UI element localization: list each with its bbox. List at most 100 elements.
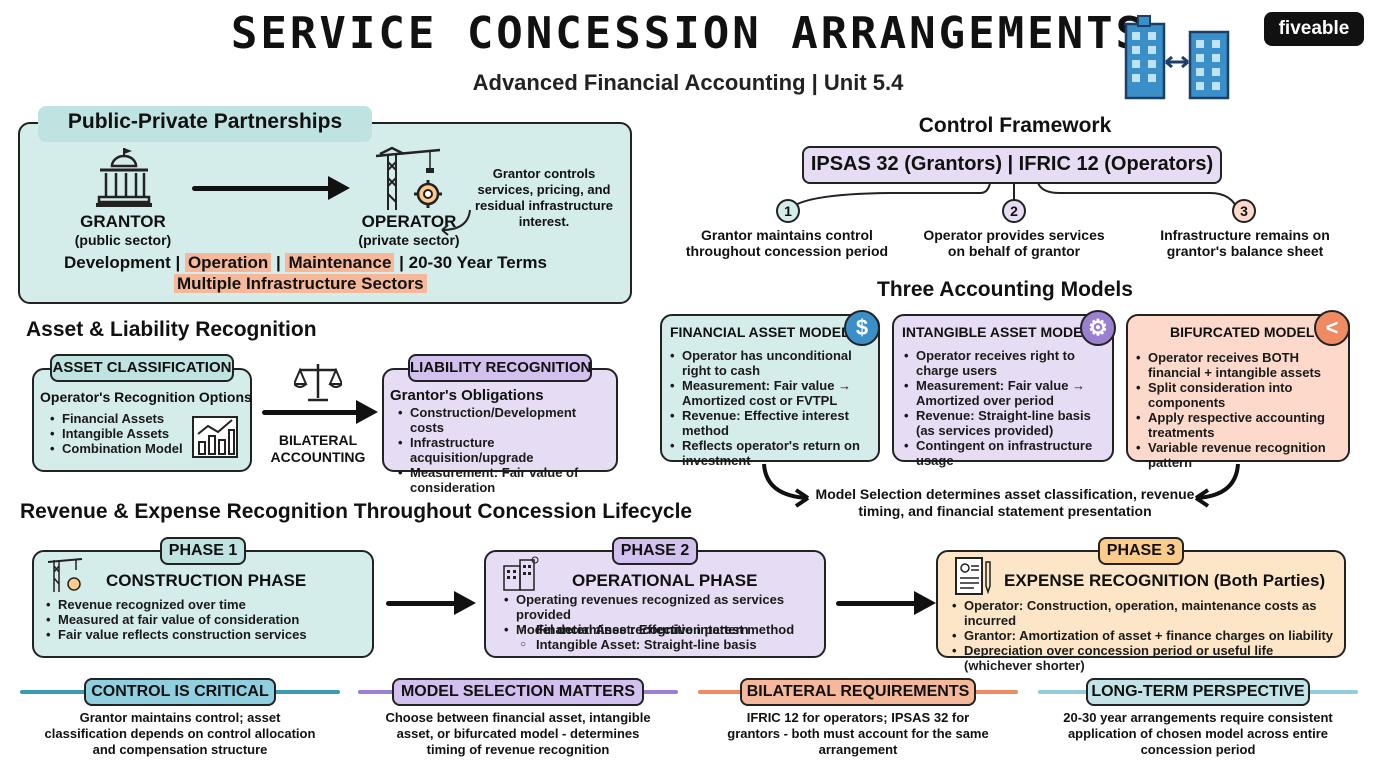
ppp-sectors: Multiple Infrastructure Sectors (174, 274, 427, 294)
phase-2-to-3-arrow-head (914, 591, 936, 615)
takeaway-3-text: IFRIC 12 for operators; IPSAS 32 for gra… (727, 710, 989, 757)
takeaway-4-text: 20-30 year arrangements require consiste… (1063, 710, 1333, 757)
list-item: Fair value reflects construction service… (44, 627, 364, 642)
buildings-icon (1122, 14, 1234, 102)
ppp-arrow-head (328, 176, 350, 200)
list-item: Reflects operator's return on investment (668, 438, 874, 468)
intangible-model-title: INTANGIBLE ASSET MODEL (902, 324, 1091, 340)
control-point-2-text: Operator provides services on behalf of … (923, 227, 1105, 259)
intangible-model-list: Operator receives right to charge users … (902, 348, 1108, 468)
asset-liability-heading: Asset & Liability Recognition (26, 318, 317, 341)
list-item: Operating revenues recognized as service… (502, 592, 822, 622)
page-subtitle: Advanced Financial Accounting | Unit 5.4 (472, 70, 904, 95)
control-point-3-number: 3 (1232, 199, 1256, 223)
control-heading: Control Framework (918, 114, 1112, 137)
financial-model-list: Operator has unconditional right to cash… (668, 348, 874, 468)
financial-model-title: FINANCIAL ASSET MODEL (670, 324, 850, 340)
model-selection-arrows (750, 462, 1250, 512)
bilateral-arrow (262, 410, 366, 415)
split-icon: < (1314, 310, 1350, 346)
grantor-sub: (public sector) (74, 232, 172, 248)
phase-1-to-2-arrow-head (454, 591, 476, 615)
list-item: Intangible Asset: Straight-line basis (518, 637, 818, 652)
liability-items-list: Construction/Development costs Infrastru… (396, 405, 612, 495)
phase-1-to-2-arrow (386, 601, 460, 606)
list-item: Combination Model (48, 441, 188, 456)
operator-sub: (private sector) (358, 232, 460, 248)
asset-classification-title: Operator's Recognition Options (40, 389, 252, 405)
phase-2-sub-list: Financial Asset: Effective interest meth… (518, 622, 818, 652)
list-item: Operator: Construction, operation, maint… (950, 598, 1344, 628)
ppp-control-note: Grantor controls services, pricing, and … (475, 166, 613, 229)
list-item: Contingent on infrastructure usage (902, 438, 1108, 468)
list-item: Variable revenue recognition pattern (1134, 440, 1344, 470)
phase-1-tag: PHASE 1 (160, 537, 246, 565)
takeaway-3-tag: BILATERAL REQUIREMENTS (740, 678, 976, 706)
list-item: Financial Asset: Effective interest meth… (518, 622, 818, 637)
liability-recognition-tag: LIABILITY RECOGNITION (408, 354, 592, 382)
control-point-1-number: 1 (776, 199, 800, 223)
list-item: Intangible Assets (48, 426, 188, 441)
chart-growth-icon (192, 416, 238, 458)
control-branch-lines (780, 182, 1250, 213)
bifurcated-model-title: BIFURCATED MODEL (1170, 324, 1315, 340)
bilateral-arrow-head (356, 400, 378, 424)
list-item: Grantor: Amortization of asset + finance… (950, 628, 1344, 643)
phase-2-title: OPERATIONAL PHASE (572, 571, 758, 590)
list-item: Measured at fair value of consideration (44, 612, 364, 627)
phase-1-title: CONSTRUCTION PHASE (106, 571, 307, 590)
list-item: Construction/Development costs (396, 405, 612, 435)
crane-gear-icon (374, 146, 444, 212)
dollar-icon: $ (844, 310, 880, 346)
liability-title: Grantor's Obligations (390, 387, 544, 404)
asset-options-list: Financial Assets Intangible Assets Combi… (48, 411, 188, 456)
term-duration: 20-30 Year Terms (408, 253, 547, 272)
list-item: Revenue: Effective interest method (668, 408, 874, 438)
ppp-arrow (192, 186, 332, 191)
phase-2-tag: PHASE 2 (612, 537, 698, 565)
crane-icon (46, 556, 84, 594)
office-building-icon (502, 556, 540, 592)
list-item: Operator has unconditional right to cash (668, 348, 874, 378)
ppp-heading: Public-Private Partnerships (38, 106, 372, 142)
scales-icon (292, 362, 344, 402)
brand-name: fiveable (1278, 18, 1350, 39)
term-development: Development (64, 253, 171, 272)
asset-classification-tag: ASSET CLASSIFICATION (50, 354, 234, 382)
control-point-2-number: 2 (1002, 199, 1026, 223)
takeaway-2-text: Choose between financial asset, intangib… (385, 710, 651, 757)
list-item: Revenue recognized over time (44, 597, 364, 612)
phase-2-to-3-arrow (836, 601, 920, 606)
grantor-label: GRANTOR (80, 212, 166, 231)
government-building-icon (96, 146, 152, 208)
ppp-panel (18, 122, 632, 304)
brand-logo[interactable]: fiveable (1264, 12, 1364, 46)
term-operation: Operation (184, 253, 272, 272)
takeaway-1-tag: CONTROL IS CRITICAL (84, 678, 276, 706)
list-item: Measurement: Fair value → Amortized cost… (668, 378, 874, 408)
phase-3-list: Operator: Construction, operation, maint… (950, 598, 1344, 673)
takeaway-2-tag: MODEL SELECTION MATTERS (392, 678, 644, 706)
note-curved-arrow (434, 208, 474, 238)
list-item: Operator receives BOTH financial + intan… (1134, 350, 1344, 380)
bilateral-label: BILATERAL ACCOUNTING (270, 432, 366, 465)
list-item: Measurement: Fair value → Amortized over… (902, 378, 1108, 408)
list-item: Depreciation over concession period or u… (950, 643, 1344, 673)
lifecycle-heading: Revenue & Expense Recognition Throughout… (20, 500, 693, 523)
list-item: Infrastructure acquisition/upgrade (396, 435, 612, 465)
phase-3-title: EXPENSE RECOGNITION (Both Parties) (1004, 571, 1326, 590)
bifurcated-model-list: Operator receives BOTH financial + intan… (1134, 350, 1344, 470)
control-point-3-text: Infrastructure remains on grantor's bala… (1160, 227, 1330, 259)
term-maintenance: Maintenance (285, 253, 395, 272)
phase-3-tag: PHASE 3 (1098, 537, 1184, 565)
model-selection-note: Model Selection determines asset classif… (815, 486, 1195, 519)
list-item: Apply respective accounting treatments (1134, 410, 1344, 440)
takeaway-4-tag: LONG-TERM PERSPECTIVE (1086, 678, 1310, 706)
page-title: SERVICE CONCESSION ARRANGEMENTS (230, 8, 1146, 59)
list-item: Measurement: Fair value of consideration (396, 465, 612, 495)
ppp-terms: Development | Operation | Maintenance | … (64, 253, 547, 272)
gear-icon: ⚙ (1080, 310, 1116, 346)
control-standards: IPSAS 32 (Grantors) | IFRIC 12 (Operator… (802, 146, 1222, 184)
list-item: Financial Assets (48, 411, 188, 426)
models-heading: Three Accounting Models (877, 278, 1133, 301)
